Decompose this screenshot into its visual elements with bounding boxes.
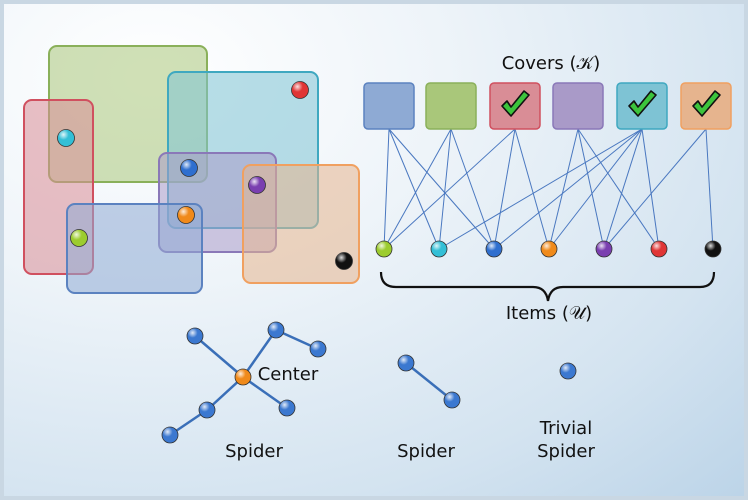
- cover-item-edge: [438, 128, 452, 250]
- set-orange: [242, 164, 360, 284]
- spider-examples: [161, 321, 577, 444]
- set-item-dot: [335, 252, 353, 270]
- cover-item-edge: [388, 128, 495, 250]
- cover-box: [489, 82, 541, 130]
- set-item-dot: [57, 129, 75, 147]
- items-brace: [379, 271, 716, 302]
- spider-node: [267, 321, 285, 339]
- item-node: [595, 240, 613, 258]
- item-node: [375, 240, 393, 258]
- cover-item-edge: [603, 128, 707, 250]
- set-item-dot: [70, 229, 88, 247]
- spider-leg: [194, 335, 244, 378]
- cover-item-edge: [603, 128, 643, 250]
- cover-item-edge: [388, 128, 440, 250]
- cover-item-edge: [641, 128, 660, 250]
- spider-leg: [405, 362, 453, 401]
- spider-node: [397, 354, 415, 372]
- set-item-dot: [248, 176, 266, 194]
- spider-leg: [241, 329, 278, 378]
- item-node: [704, 240, 722, 258]
- spider-node: [443, 391, 461, 409]
- cover-box: [425, 82, 477, 130]
- cover-item-edge: [548, 128, 643, 250]
- cover-item-edge: [493, 128, 516, 250]
- cover-box: [552, 82, 604, 130]
- cover-boxes: [363, 82, 732, 130]
- cover-item-edge: [705, 128, 714, 250]
- set-item-dot: [180, 159, 198, 177]
- set-items: [57, 81, 353, 270]
- checkmark-icon: [628, 90, 657, 117]
- cover-item-edge: [577, 128, 660, 250]
- cover-item-edge: [450, 128, 495, 250]
- cover-item-edge: [438, 128, 643, 250]
- cover-box: [616, 82, 668, 130]
- trivial-spider-node: [559, 362, 577, 380]
- set-item-dot: [177, 206, 195, 224]
- spider-node: [198, 401, 216, 419]
- set-cover-diagram: Covers (𝒦) Items (𝒰) Center Spider Spide…: [23, 45, 732, 462]
- cover-box: [680, 82, 732, 130]
- checkmark-icon: [692, 90, 721, 117]
- spider-label-1: Spider: [225, 441, 283, 462]
- cover-box: [363, 82, 415, 130]
- cover-item-edge: [383, 128, 516, 250]
- item-nodes: [375, 240, 722, 258]
- checkmark-icon: [501, 90, 530, 117]
- set-item-dot: [291, 81, 309, 99]
- spider-node: [278, 399, 296, 417]
- set-blue: [66, 203, 203, 294]
- item-node: [485, 240, 503, 258]
- items-label: Items (𝒰): [506, 303, 592, 324]
- cover-item-edge: [493, 128, 643, 250]
- item-node: [540, 240, 558, 258]
- covers-label: Covers (𝒦): [502, 53, 601, 74]
- cover-item-edge: [548, 128, 579, 250]
- spider-leg: [242, 375, 288, 410]
- spider-node: [186, 327, 204, 345]
- cover-item-edge: [514, 128, 550, 250]
- item-node: [430, 240, 448, 258]
- spider-label-2: Spider: [397, 441, 455, 462]
- trivial-spider-label-line1: Trivial: [539, 418, 592, 439]
- item-node: [650, 240, 668, 258]
- cover-item-edge: [383, 128, 390, 250]
- cover-item-edges: [383, 128, 714, 250]
- spider-node: [161, 426, 179, 444]
- cover-item-edge: [577, 128, 605, 250]
- spider-center-node: [234, 368, 252, 386]
- cover-item-edge: [383, 128, 452, 250]
- trivial-spider-label-line2: Spider: [537, 441, 595, 462]
- center-label: Center: [258, 364, 319, 385]
- spider-node: [309, 340, 327, 358]
